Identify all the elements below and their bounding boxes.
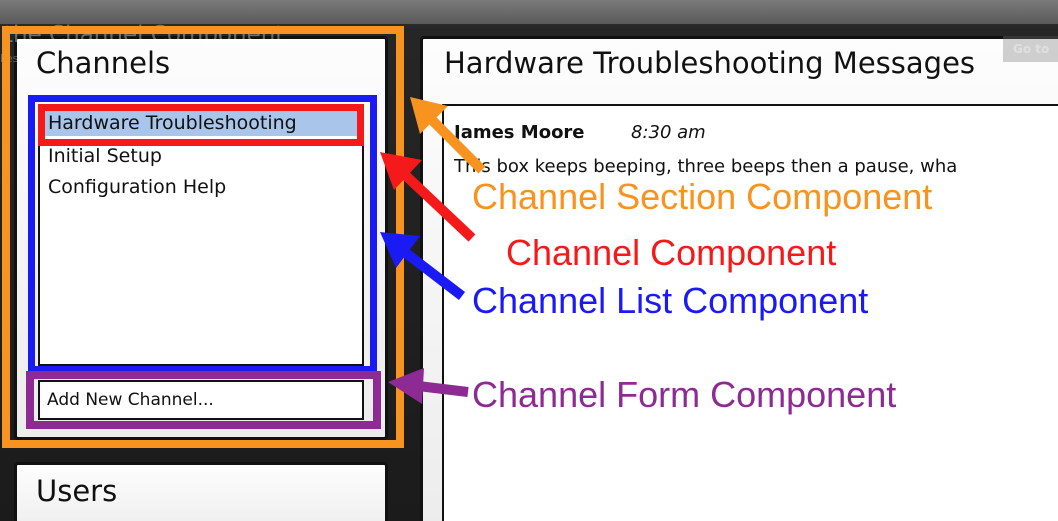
channel-list-outline — [28, 95, 377, 373]
channel-item-hardware-troubleshooting[interactable]: Hardware Troubleshooting — [44, 110, 360, 136]
form-arrow — [388, 368, 469, 404]
window-top-bar — [0, 0, 1058, 24]
channels-title: Channels — [36, 46, 171, 80]
users-title: Users — [36, 474, 118, 508]
list-arrow — [380, 232, 466, 300]
users-panel — [14, 462, 388, 521]
channel-component-label: Channel Component — [506, 232, 837, 273]
section-arrow — [410, 97, 486, 174]
channel-arrow — [380, 152, 476, 242]
message-text: This box keeps beeping, three beeps then… — [454, 156, 958, 177]
message-time: 8:30 am — [631, 122, 706, 143]
channel-form-outline — [26, 371, 381, 429]
message-author: James Moore — [454, 122, 585, 143]
messages-title: Hardware Troubleshooting Messages — [444, 46, 976, 80]
add-channel-input[interactable]: Add New Channel... — [38, 380, 364, 420]
channel-list-label: Channel List Component — [472, 280, 869, 321]
channel-item-initial-setup[interactable]: Initial Setup — [48, 145, 162, 167]
goto-button[interactable]: Go to — [1003, 36, 1058, 62]
channel-item-outline — [38, 104, 364, 146]
channel-form-label: Channel Form Component — [472, 374, 897, 415]
channel-section-label: Channel Section Component — [472, 176, 933, 217]
message-list: James Moore 8:30 am This box keeps beepi… — [442, 104, 1058, 521]
channel-item-configuration-help[interactable]: Configuration Help — [48, 176, 227, 198]
